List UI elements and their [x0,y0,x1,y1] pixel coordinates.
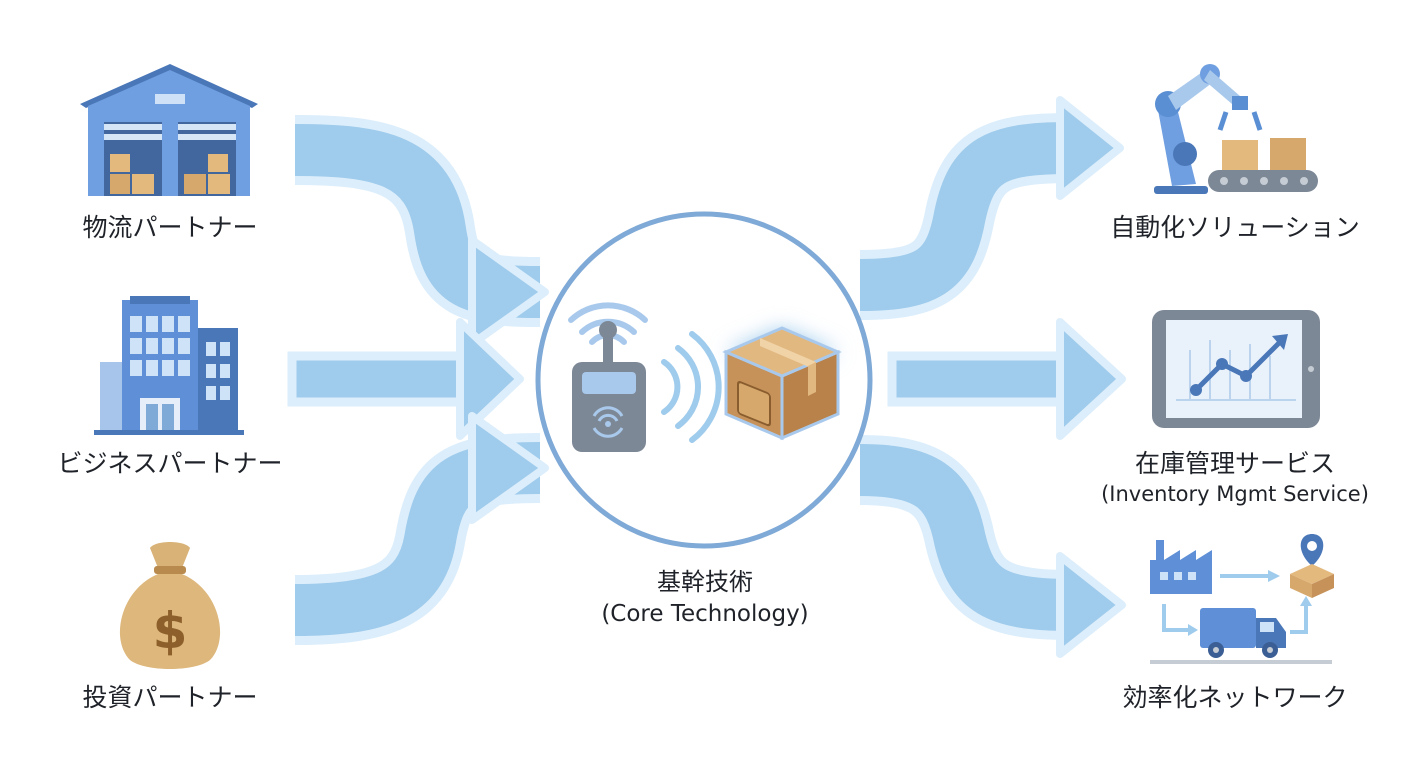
tablet-dashboard-icon [1152,310,1320,428]
automation-solution-label: 自動化ソリューション [1080,212,1390,244]
inventory-service-text-ja: 在庫管理サービス [1134,449,1335,478]
business-partner-label: ビジネスパートナー [20,448,320,480]
money-bag-icon: $ [119,542,221,669]
business-partner-text: ビジネスパートナー [57,449,283,478]
arrow-core-to-inventory [887,318,1126,440]
rfid-reader-icon [568,302,648,452]
core-technology-label: 基幹技術 (Core Technology) [550,566,860,630]
core-technology-title-ja: 基幹技術 [657,568,753,596]
rfid-tagged-box-icon [722,326,842,441]
investment-partner-text: 投資パートナー [82,683,258,712]
inventory-service-text-en: (Inventory Mgmt Service) [1101,482,1369,506]
automation-solution-text: 自動化ソリューション [1110,213,1360,242]
investment-partner-label: 投資パートナー [40,682,300,714]
arrow-investment-to-core [294,412,549,645]
logistics-partner-text: 物流パートナー [82,213,258,242]
logistics-partner-label: 物流パートナー [40,212,300,244]
warehouse-icon [80,64,258,196]
logistics-network-icon [1150,534,1334,664]
arrow-core-to-network [859,435,1126,658]
core-technology-node [535,211,873,549]
efficiency-network-text: 効率化ネットワーク [1122,683,1348,712]
office-building-icon [94,296,244,435]
robot-arm-conveyor-icon [1154,64,1318,194]
efficiency-network-label: 効率化ネットワーク [1090,682,1380,714]
dollar-sign-icon: $ [153,602,188,660]
wireless-signal-icon [661,331,722,443]
arrow-logistics-to-core [294,115,549,348]
inventory-service-label: 在庫管理サービス (Inventory Mgmt Service) [1080,448,1390,508]
arrow-business-to-core [287,318,524,440]
arrow-core-to-automation [859,96,1124,320]
core-technology-title-en: (Core Technology) [601,601,809,627]
